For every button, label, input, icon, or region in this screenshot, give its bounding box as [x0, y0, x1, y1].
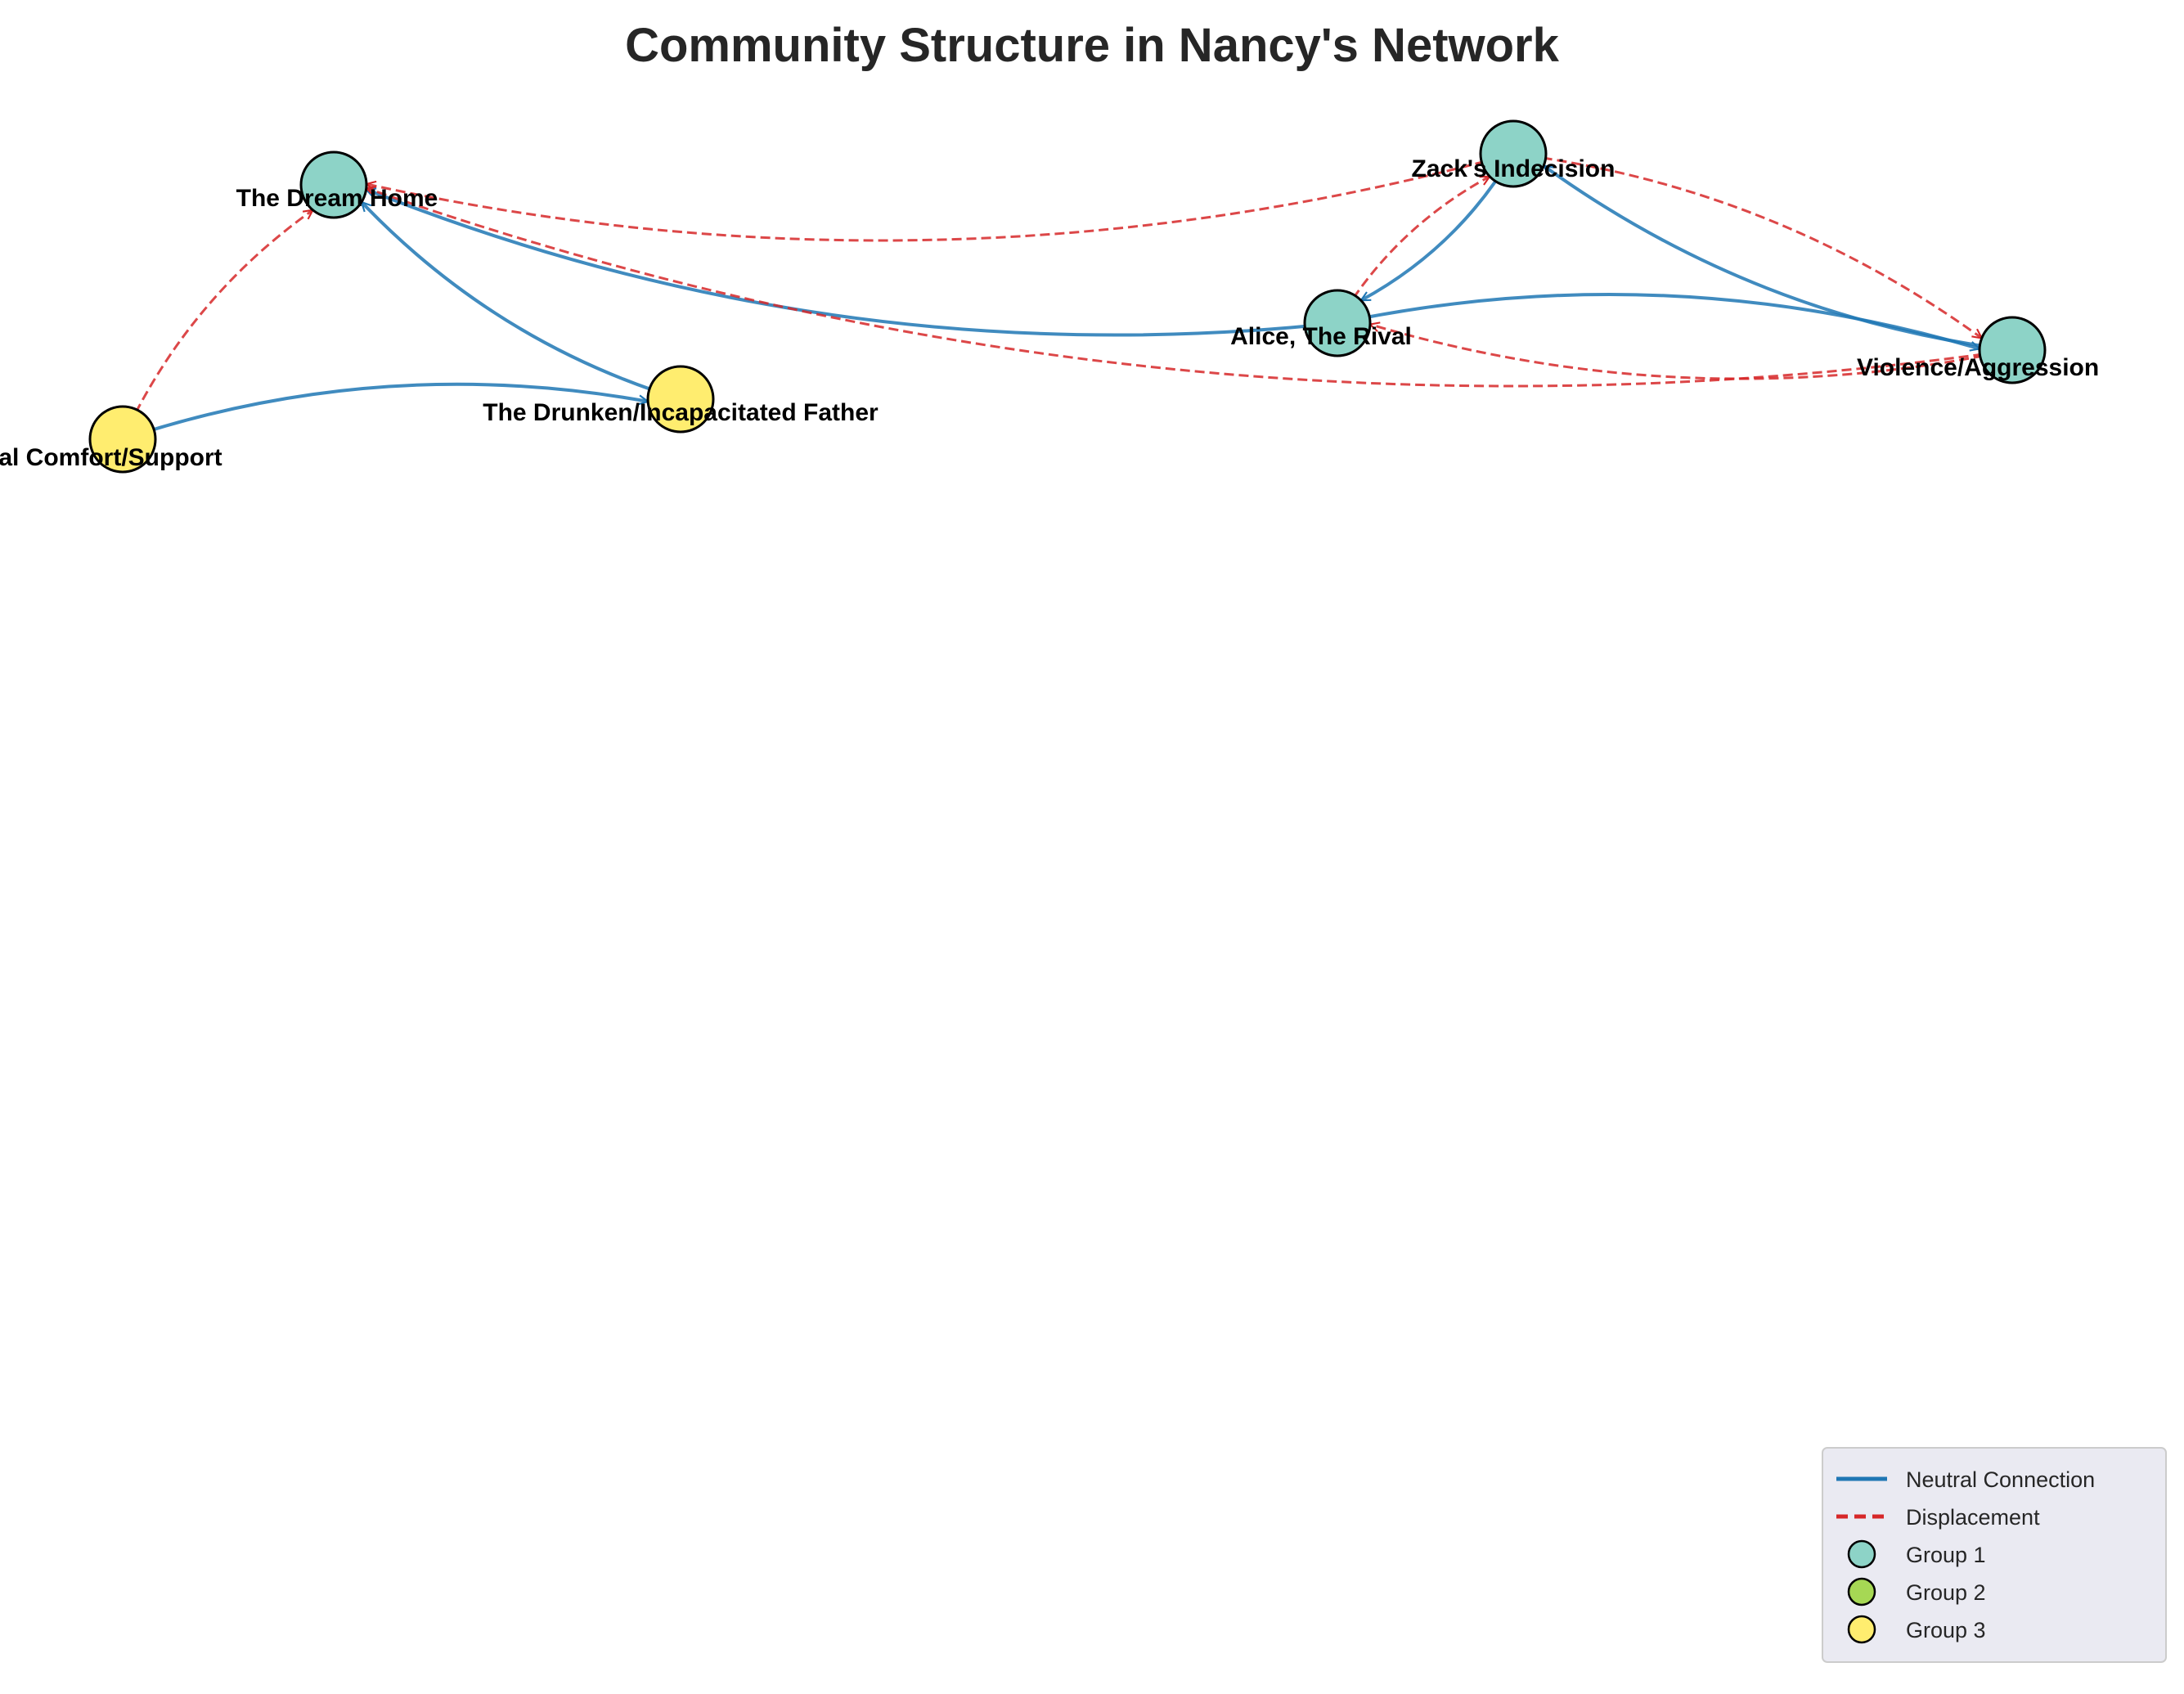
legend-label: Displacement: [1906, 1505, 2040, 1530]
neutral-edge-alice-violence: [1337, 292, 1980, 348]
legend-swatch-group-1: [1847, 1539, 1876, 1569]
node-label-alice: Alice, The Rival: [1230, 323, 1412, 350]
node-alice[interactable]: [1303, 289, 1372, 357]
node-label-violence: Violence/Aggression: [1857, 354, 2099, 381]
node-comfort[interactable]: [88, 405, 157, 474]
legend-swatch-group-2: [1847, 1577, 1876, 1606]
displacement-edge-zack-violence: [1512, 152, 1982, 338]
legend-label: Group 3: [1906, 1618, 1986, 1642]
neutral-edge-father-dream_home: [362, 202, 681, 401]
displacement-edge-alice-zack: [1336, 175, 1490, 324]
neutral-edge-alice-dream_home: [366, 189, 1338, 337]
legend-label: Group 1: [1906, 1543, 1986, 1567]
legend-label: Neutral Connection: [1906, 1467, 2095, 1492]
nodes-layer: [88, 119, 2104, 1638]
node-label-comfort: nal Comfort/Support: [0, 444, 222, 471]
chart-title: Community Structure in Nancy's Network: [625, 19, 1560, 72]
node-father[interactable]: [646, 365, 715, 434]
displacement-edge-zack-dream_home: [366, 152, 1514, 242]
neutral-edge-violence-zack: [1544, 164, 2013, 352]
node-label-zack: Zack's Indecision: [1412, 155, 1616, 182]
displacement-edge-violence-dream_home: [366, 188, 2013, 388]
node-label-father: The Drunken/Incapacitated Father: [483, 399, 879, 426]
edges-layer: [121, 152, 2013, 441]
legend-swatch-group-3: [1847, 1615, 1876, 1644]
neutral-edge-comfort-father: [122, 382, 648, 441]
node-label-dream_home: The Dream Home: [236, 185, 438, 212]
node-violence[interactable]: [1978, 316, 2047, 384]
legend-frame: [1822, 1447, 2167, 1663]
displacement-edge-comfort-dream_home: [121, 210, 312, 440]
node-dream_home[interactable]: [299, 151, 368, 219]
legend-label: Group 2: [1906, 1580, 1986, 1605]
displacement-edge-violence-alice: [1370, 325, 2013, 380]
node-zack[interactable]: [1479, 119, 1548, 188]
